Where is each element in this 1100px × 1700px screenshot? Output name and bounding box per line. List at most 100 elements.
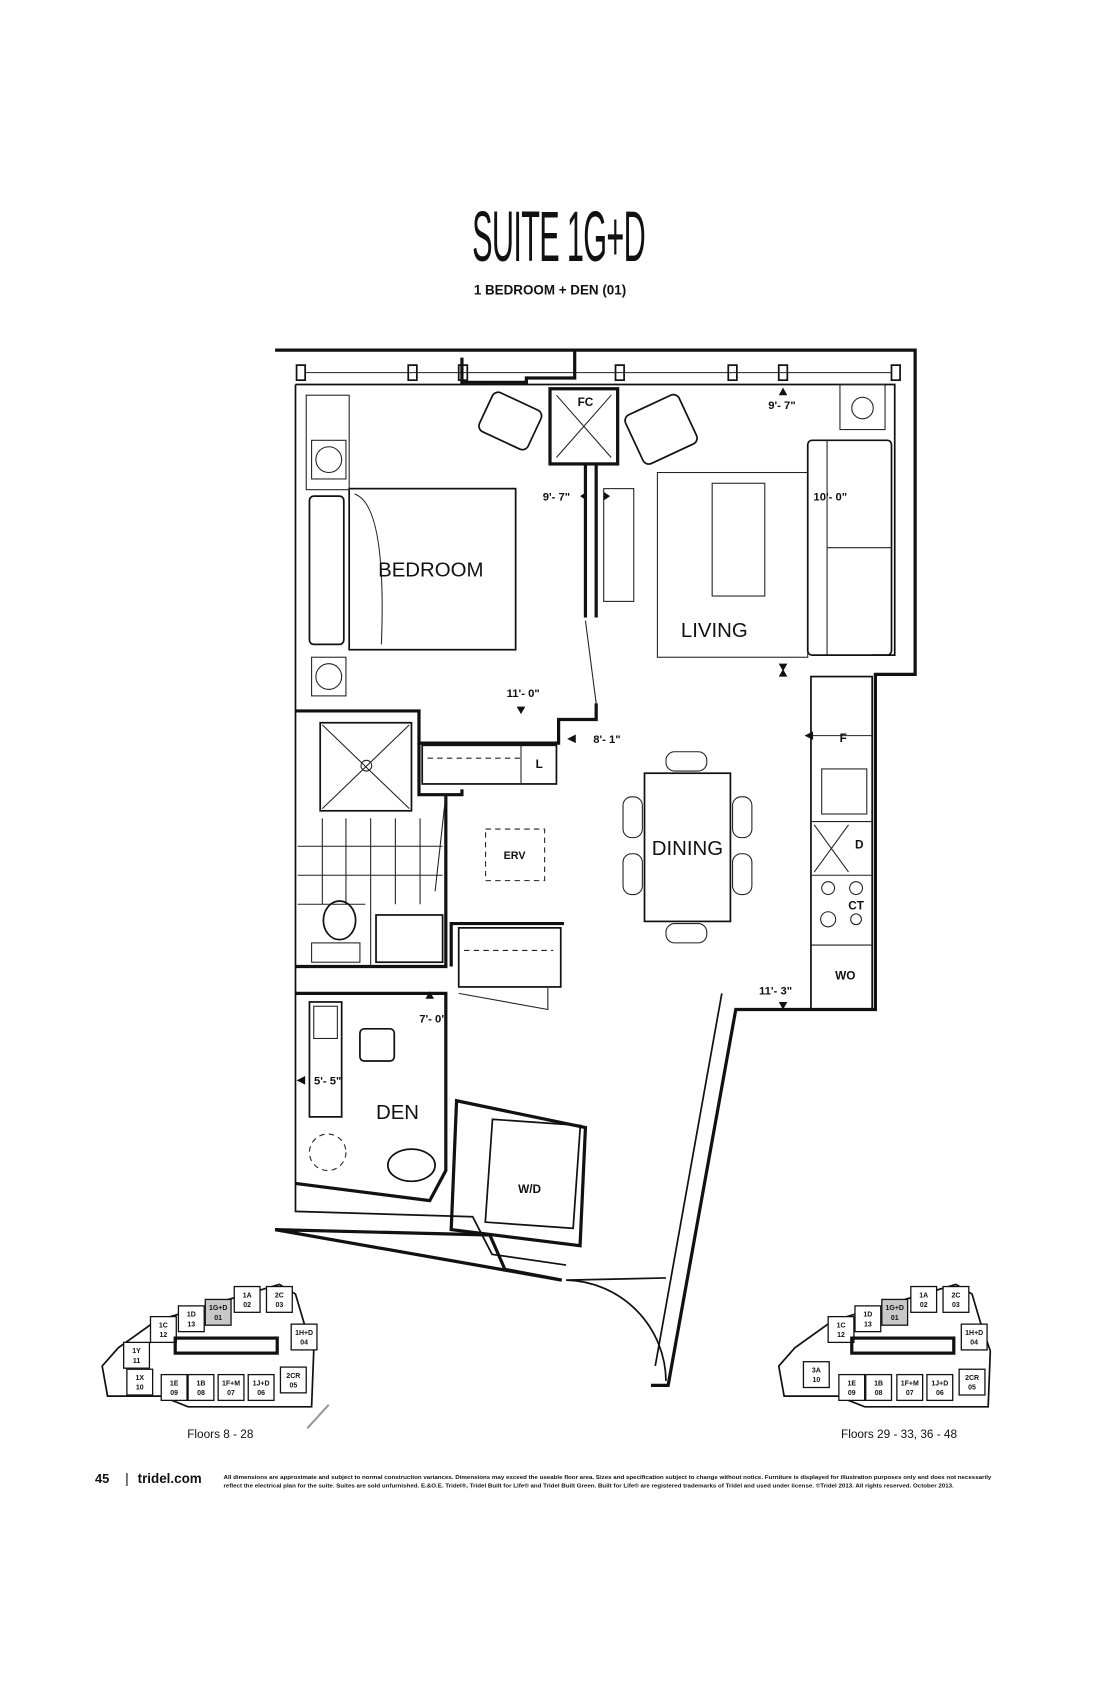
keyplan-unit-num: 08 xyxy=(197,1390,205,1397)
keyplan-unit-name: 1G+D xyxy=(886,1305,904,1312)
keyplan-unit-name: 1G+D xyxy=(209,1305,227,1312)
keyplan-unit-highlighted xyxy=(204,1298,232,1326)
dishwasher-icon xyxy=(813,824,849,873)
keyplan-unit-name: 1J+D xyxy=(253,1380,270,1387)
fixture-wd: W/D xyxy=(518,1182,541,1196)
keyplan-unit-num: 06 xyxy=(257,1390,265,1397)
keyplan-unit xyxy=(926,1373,954,1402)
keyplan-unit-num: 09 xyxy=(170,1390,178,1397)
keyplan-unit xyxy=(123,1341,151,1369)
fixture-l: L xyxy=(536,757,543,771)
keyplan-unit-num: 12 xyxy=(160,1332,168,1339)
bath-tiles xyxy=(297,818,443,967)
fixture-erv: ERV xyxy=(504,850,527,862)
keyplan-unit-num: 09 xyxy=(848,1390,856,1397)
disclaimer-line-2: reflect the electrical plan for the suit… xyxy=(224,1482,955,1489)
website-link[interactable]: tridel.com xyxy=(138,1471,202,1486)
keyplan-unit-name: 1A xyxy=(919,1292,928,1299)
keyplan-unit-num: 13 xyxy=(187,1321,195,1328)
keyplan-unit-name: 2CR xyxy=(965,1375,979,1382)
title-block: SUITE 1G+D 1 BEDROOM + DEN (01) xyxy=(472,196,646,297)
keyplan-unit-num: 06 xyxy=(936,1390,944,1397)
keyplan-unit-name: 1D xyxy=(187,1312,196,1319)
keyplan-floors-8-28: 1C121D131G+D011A022C031H+D041Y111X101E09… xyxy=(101,1283,318,1408)
keyplan-core xyxy=(850,1336,956,1355)
vanity xyxy=(375,914,444,964)
footer-separator: | xyxy=(125,1470,129,1486)
keyplan-unit xyxy=(838,1373,866,1402)
room-label-living: LIVING xyxy=(681,620,748,642)
den-walls xyxy=(295,991,448,1203)
keyplan-unit-num: 05 xyxy=(289,1382,297,1389)
toilet-icon xyxy=(322,900,357,941)
keyplan-unit-num: 05 xyxy=(968,1385,976,1392)
bedroom-wardrobe xyxy=(305,394,350,491)
keyplan-unit-name: 1D xyxy=(863,1312,872,1319)
keyplan-unit xyxy=(187,1373,215,1402)
entry-door xyxy=(566,1277,667,1382)
dimension-den-depth: 5'- 5" xyxy=(314,1076,341,1088)
bathroom-door xyxy=(434,794,447,892)
window-mullions xyxy=(295,364,901,382)
fixture-fc: FC xyxy=(578,395,594,409)
keyplan-unit-name: 1B xyxy=(197,1380,206,1387)
tv-unit xyxy=(603,488,635,602)
desk-chair xyxy=(359,1027,396,1062)
keyplan-unit xyxy=(942,1285,970,1313)
keyplan-unit-num: 02 xyxy=(920,1302,928,1309)
laundry-closet xyxy=(449,1098,588,1248)
keyplan-unit-name: 1A xyxy=(243,1292,252,1299)
keyplan-unit xyxy=(126,1368,154,1396)
keyplan-unit-name: 3A xyxy=(812,1367,821,1374)
keyplan-unit-num: 08 xyxy=(875,1390,883,1397)
keyplan-caption: Floors 8 - 28 xyxy=(187,1427,254,1441)
keyplan-unit-name: 1C xyxy=(837,1322,846,1329)
desk xyxy=(308,1001,343,1118)
floor-plan: FC L ERV xyxy=(274,348,917,1387)
keyplan-unit-name: 1F+M xyxy=(901,1380,919,1387)
coffee-table xyxy=(711,482,766,597)
keyplan-unit-num: 03 xyxy=(952,1302,960,1309)
keyplan-unit xyxy=(802,1361,830,1389)
keyplan-unit xyxy=(960,1323,988,1351)
living-chair xyxy=(624,393,698,465)
dimension-living-depth: 10'- 0" xyxy=(813,491,847,503)
fixture-ct: CT xyxy=(848,899,865,913)
bedroom-chair xyxy=(478,391,543,451)
keyplan-unit xyxy=(854,1305,882,1333)
den-chair xyxy=(386,1148,436,1183)
plant-icon xyxy=(308,1133,347,1172)
keyplan-unit-num: 01 xyxy=(214,1315,222,1322)
linen-closet xyxy=(421,744,558,785)
keyplan-unit-name: 2CR xyxy=(286,1373,300,1380)
keyplan-unit-num: 10 xyxy=(136,1385,144,1392)
interior-wall-bedroom-bottom xyxy=(295,703,598,745)
keyplan-core xyxy=(173,1336,279,1355)
room-label-bedroom: BEDROOM xyxy=(378,560,483,582)
shower-drain-icon xyxy=(360,759,373,772)
headboard-pillows xyxy=(308,495,345,646)
keyplan-unit xyxy=(910,1285,938,1313)
keyplan-unit xyxy=(279,1366,307,1394)
kitchen-counter xyxy=(810,675,874,1011)
dimension-bedroom-width: 11'- 0" xyxy=(507,688,540,700)
north-arrow-icon xyxy=(306,1403,330,1430)
bedroom-door xyxy=(584,620,597,704)
dimension-kitchen-depth: 11'- 3" xyxy=(759,985,792,997)
sink xyxy=(821,768,868,815)
keyplan-unit-name: 1J+D xyxy=(931,1380,948,1387)
keyplan-unit-name: 1E xyxy=(848,1380,857,1387)
dining-chairs xyxy=(622,751,753,944)
interior-wall-bedroom-right xyxy=(583,463,598,618)
shower xyxy=(319,721,413,812)
keyplan-unit-name: 2C xyxy=(275,1292,284,1299)
keyplan-unit-num: 11 xyxy=(133,1358,140,1365)
disclaimer-line-1: All dimensions are approximate and subje… xyxy=(224,1475,992,1481)
dimension-dining-width: 8'- 1" xyxy=(593,734,620,746)
dimension-living-width: 9'- 7" xyxy=(768,400,795,412)
keyplan-unit-name: 1B xyxy=(874,1380,883,1387)
keyplan-unit xyxy=(160,1373,188,1402)
keyplan-unit-num: 10 xyxy=(812,1377,820,1384)
dimension-bedroom-depth: 9'- 7" xyxy=(543,491,570,503)
